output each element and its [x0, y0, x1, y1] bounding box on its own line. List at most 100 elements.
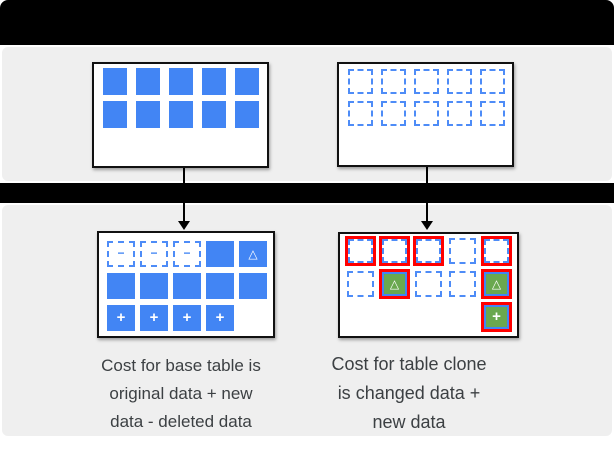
table-row	[103, 68, 267, 95]
shared-data-block	[414, 101, 439, 126]
plus-icon: +	[182, 309, 192, 326]
solid-cell	[206, 241, 234, 267]
shared-data-block	[379, 236, 410, 266]
solid-cell: +	[206, 305, 234, 331]
solid-cell: +	[140, 305, 168, 331]
empty-cell	[239, 305, 267, 331]
deleted-data-block: −	[173, 241, 201, 267]
deleted-data-block: −	[107, 241, 135, 267]
data-block	[235, 101, 259, 128]
dashed-cell	[381, 101, 406, 126]
solid-cell	[136, 68, 160, 95]
arrow-down-icon	[178, 168, 190, 230]
dashed-cell	[348, 239, 373, 263]
table-row: △△	[345, 269, 517, 299]
data-block	[136, 68, 160, 95]
shared-data-block	[447, 69, 472, 94]
solid-cell	[103, 101, 127, 128]
solid-cell	[136, 101, 160, 128]
table-row: − − − △	[107, 241, 273, 267]
solid-cell	[107, 273, 135, 299]
shared-data-block	[447, 269, 478, 299]
shared-data-block	[345, 236, 376, 266]
dashed-cell	[382, 239, 407, 263]
minus-icon: −	[150, 246, 158, 260]
plus-icon: +	[149, 309, 159, 326]
dashed-cell: −	[173, 241, 201, 267]
data-block	[169, 68, 193, 95]
dashed-cell	[480, 69, 505, 94]
data-block	[103, 101, 127, 128]
shared-data-block	[345, 269, 376, 299]
new-data-block: +	[481, 302, 512, 332]
minus-icon: −	[183, 246, 191, 260]
table-row	[348, 101, 512, 126]
dashed-cell	[348, 69, 373, 94]
green-cell: +	[484, 305, 509, 329]
arrow-line	[183, 168, 185, 221]
data-block	[103, 68, 127, 95]
dashed-cell	[415, 271, 442, 297]
arrow-head	[421, 221, 433, 230]
shared-data-block	[447, 236, 478, 266]
solid-cell	[140, 273, 168, 299]
dashed-cell	[449, 238, 476, 264]
delta-icon: △	[248, 247, 258, 261]
dashed-cell	[416, 239, 441, 263]
clone-table-before-box	[337, 62, 514, 167]
solid-cell	[239, 273, 267, 299]
data-block	[202, 101, 226, 128]
table-row	[345, 236, 517, 266]
changed-data-block: △	[379, 269, 410, 299]
shared-data-block	[348, 101, 373, 126]
arrow-head	[178, 221, 190, 230]
divider-black-band	[0, 183, 614, 203]
data-block	[169, 101, 193, 128]
minus-icon: −	[117, 246, 125, 260]
solid-cell: +	[173, 305, 201, 331]
shared-data-block	[348, 69, 373, 94]
dashed-cell	[447, 69, 472, 94]
solid-cell: △	[239, 241, 267, 267]
solid-cell	[202, 68, 226, 95]
table-row	[107, 273, 273, 299]
solid-cell	[173, 273, 201, 299]
shared-data-block	[480, 69, 505, 94]
shared-data-block	[481, 236, 512, 266]
data-block	[173, 273, 201, 299]
dashed-cell	[381, 69, 406, 94]
data-block	[235, 68, 259, 95]
dashed-cell	[347, 271, 374, 297]
shared-data-block	[447, 101, 472, 126]
changed-data-block: △	[239, 241, 267, 267]
data-block	[206, 273, 234, 299]
dashed-cell: −	[140, 241, 168, 267]
empty-cell	[345, 302, 376, 332]
dashed-cell: −	[107, 241, 135, 267]
empty-cell	[447, 302, 478, 332]
shared-data-block	[413, 269, 444, 299]
shared-data-block	[414, 69, 439, 94]
new-data-block: +	[107, 305, 135, 331]
solid-cell	[103, 68, 127, 95]
delta-icon: △	[491, 277, 502, 291]
dashed-cell	[484, 239, 509, 263]
plus-icon: +	[116, 309, 126, 326]
table-row	[103, 101, 267, 128]
dashed-cell	[414, 69, 439, 94]
solid-cell	[235, 68, 259, 95]
data-block	[136, 101, 160, 128]
solid-cell	[206, 273, 234, 299]
data-block	[202, 68, 226, 95]
plus-icon: +	[492, 308, 501, 325]
shared-data-block	[413, 236, 444, 266]
green-cell: △	[382, 272, 407, 296]
table-row: +	[345, 302, 517, 332]
solid-cell	[202, 101, 226, 128]
shared-data-block	[381, 69, 406, 94]
deleted-data-block: −	[140, 241, 168, 267]
shared-data-block	[381, 101, 406, 126]
delta-icon: △	[389, 277, 400, 291]
plus-icon: +	[215, 309, 225, 326]
base-table-cost-caption: Cost for base table is original data + n…	[101, 356, 261, 431]
